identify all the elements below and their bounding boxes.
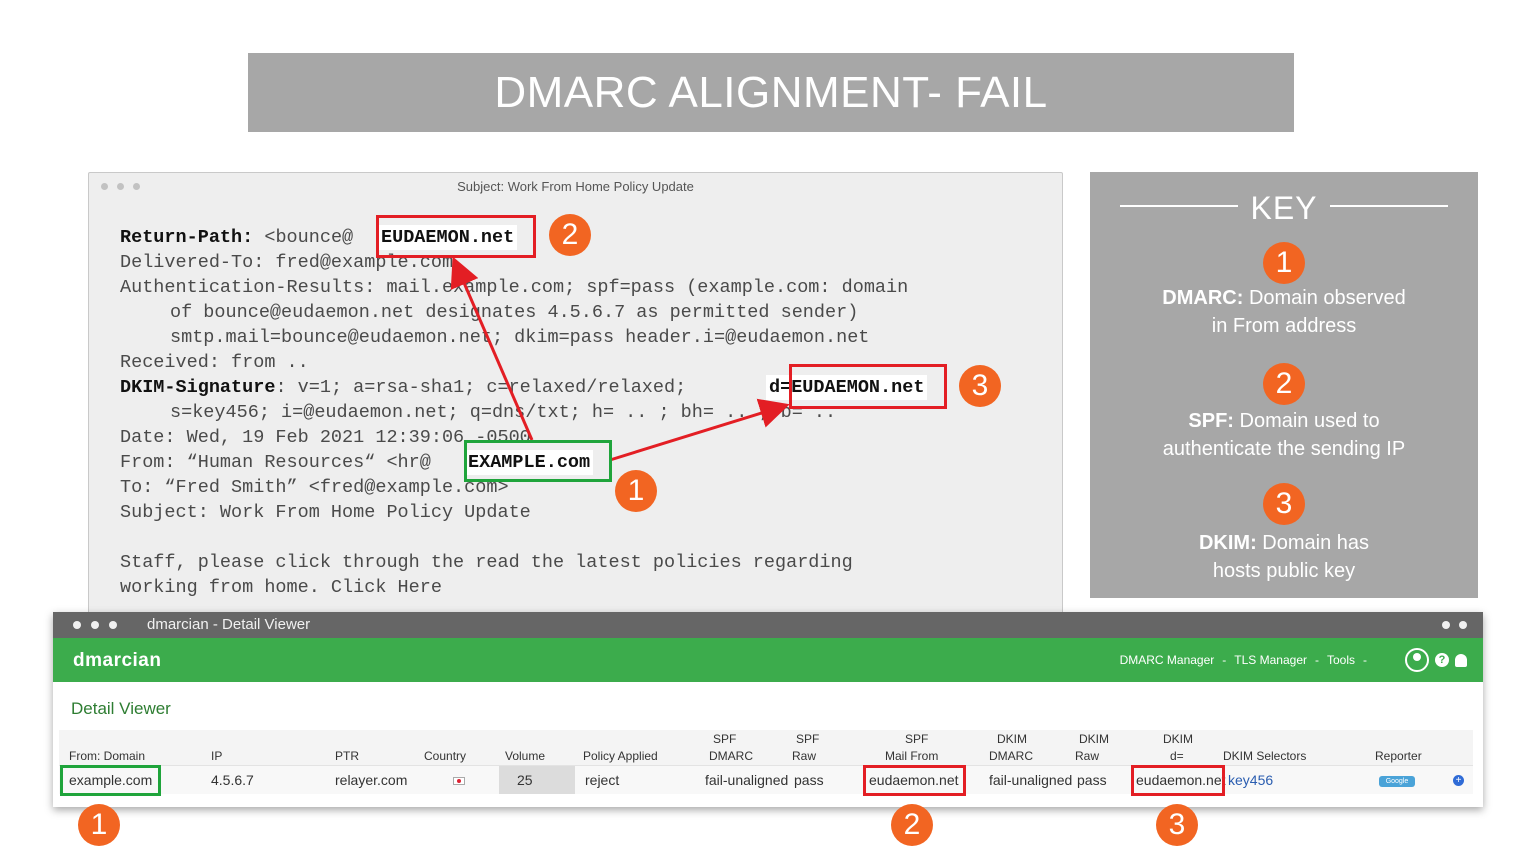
table-badge-1: 1	[78, 804, 120, 846]
col-dkim-d-top: DKIM	[1163, 732, 1193, 746]
bell-icon[interactable]	[1455, 653, 1467, 667]
col-dkim-dmarc[interactable]: DMARC	[989, 749, 1033, 763]
col-policy[interactable]: Policy Applied	[583, 749, 658, 763]
from-line: From: “Human Resources“ <hr@	[120, 452, 431, 473]
dmarcian-navbar: dmarcian DMARC Manager- TLS Manager- Too…	[53, 638, 1483, 682]
col-spf-raw-top: SPF	[796, 732, 820, 746]
col-spf-mailfrom-top: SPF	[905, 732, 929, 746]
cell-dkim-dmarc: fail-unaligned	[989, 772, 1073, 788]
dmarcian-window: dmarcian - Detail Viewer dmarcian DMARC …	[53, 612, 1483, 807]
email-window-title: Subject: Work From Home Policy Update	[457, 179, 694, 194]
dkim-signature-line: DKIM-Signature: v=1; a=rsa-sha1; c=relax…	[120, 377, 698, 398]
cell-from-domain: example.com	[69, 772, 153, 788]
nav-icons: ?	[1405, 648, 1467, 672]
cell-spf-dmarc: fail-unaligned	[705, 772, 789, 788]
key-divider-right	[1330, 205, 1448, 207]
col-dkim-selectors[interactable]: DKIM Selectors	[1223, 749, 1307, 763]
nav-tools[interactable]: Tools	[1326, 653, 1355, 667]
dmarcian-window-controls[interactable]	[73, 621, 117, 629]
nav-dmarc-manager[interactable]: DMARC Manager	[1119, 653, 1215, 667]
cell-dkim-d: eudaemon.net	[1136, 772, 1226, 788]
key-badge-2: 2	[1263, 363, 1305, 405]
dkim-domain: d=EUDAEMON.net	[766, 375, 928, 400]
auth-results-line-1: Authentication-Results: mail.example.com…	[120, 277, 909, 298]
received-line: Received: from ..	[120, 352, 309, 373]
col-dkim-dmarc-top: DKIM	[997, 732, 1027, 746]
return-path-line: Return-Path: <bounce@	[120, 227, 354, 248]
title-banner: DMARC ALIGNMENT- FAIL	[248, 53, 1294, 132]
nav-tls-manager[interactable]: TLS Manager	[1234, 653, 1307, 667]
col-spf-dmarc-top: SPF	[713, 732, 737, 746]
dmarcian-window-title: dmarcian - Detail Viewer	[147, 616, 311, 633]
col-spf-raw[interactable]: Raw	[792, 749, 817, 763]
window-controls[interactable]	[101, 183, 140, 190]
key-badge-1: 1	[1263, 242, 1305, 284]
table-badge-3: 3	[1156, 804, 1198, 846]
table-row[interactable]: example.com 4.5.6.7 relayer.com 25 rejec…	[59, 766, 1473, 794]
badge-1: 1	[615, 470, 657, 512]
dmarcian-titlebar: dmarcian - Detail Viewer	[53, 612, 1483, 638]
cell-policy: reject	[585, 772, 620, 788]
key-badge-3: 3	[1263, 483, 1305, 525]
dmarcian-logo[interactable]: dmarcian	[73, 650, 162, 671]
help-icon[interactable]: ?	[1435, 653, 1449, 667]
cell-dkim-selector-link[interactable]: key456	[1228, 772, 1274, 788]
volume-cell-bg	[499, 766, 575, 794]
banner-title: DMARC ALIGNMENT- FAIL	[494, 67, 1048, 117]
cell-dkim-raw: pass	[1077, 772, 1107, 788]
reporter-badge: Google	[1379, 776, 1415, 787]
from-domain-highlight	[464, 440, 612, 482]
cell-volume: 25	[517, 772, 533, 788]
col-reporter[interactable]: Reporter	[1375, 749, 1422, 763]
dkim-d-cell-highlight	[1131, 765, 1225, 796]
col-ip[interactable]: IP	[211, 749, 223, 763]
table-badge-2: 2	[891, 804, 933, 846]
col-spf-mailfrom[interactable]: Mail From	[885, 749, 939, 763]
col-spf-dmarc[interactable]: DMARC	[709, 749, 753, 763]
subject-line: Subject: Work From Home Policy Update	[120, 502, 531, 523]
return-path-highlight	[376, 215, 536, 258]
col-country[interactable]: Country	[424, 749, 467, 763]
key-title: KEY	[1250, 190, 1318, 226]
col-dkim-d[interactable]: d=	[1170, 749, 1184, 763]
table-header: From: Domain IP PTR Country Volume Polic…	[59, 730, 1473, 766]
col-volume[interactable]: Volume	[505, 749, 546, 763]
cell-ptr: relayer.com	[335, 772, 408, 788]
auth-results-line-3: smtp.mail=bounce@eudaemon.net; dkim=pass…	[170, 327, 870, 348]
badge-2: 2	[549, 214, 591, 256]
dmarcian-window-menu[interactable]	[1442, 621, 1467, 629]
col-ptr[interactable]: PTR	[335, 749, 359, 763]
body-line-1: Staff, please click through the read the…	[120, 552, 853, 573]
cell-spf-raw: pass	[794, 772, 824, 788]
from-domain: EXAMPLE.com	[465, 450, 594, 475]
cell-ip: 4.5.6.7	[211, 772, 254, 788]
spf-mailfrom-cell-highlight	[863, 765, 966, 796]
flag-icon	[453, 777, 465, 785]
to-line: To: “Fred Smith” <fred@example.com>	[120, 477, 509, 498]
key-divider-left	[1120, 205, 1238, 207]
detail-table: From: Domain IP PTR Country Volume Polic…	[59, 730, 1473, 794]
user-icon[interactable]	[1405, 648, 1429, 672]
nav-links: DMARC Manager- TLS Manager- Tools-	[1119, 653, 1367, 667]
from-domain-cell-highlight	[60, 765, 161, 796]
dkim-domain-highlight	[789, 364, 947, 409]
body-line-2: working from home. Click Here	[120, 577, 442, 598]
return-path-domain: EUDAEMON.net	[378, 225, 518, 250]
cell-spf-mailfrom: eudaemon.net	[869, 772, 959, 788]
email-titlebar: Subject: Work From Home Policy Update	[89, 173, 1062, 200]
badge-3: 3	[959, 365, 1001, 407]
col-dkim-raw[interactable]: Raw	[1075, 749, 1100, 763]
expand-plus-icon[interactable]: +	[1453, 775, 1464, 786]
detail-viewer-heading: Detail Viewer	[71, 699, 171, 718]
col-from-domain[interactable]: From: Domain	[69, 749, 146, 763]
col-dkim-raw-top: DKIM	[1079, 732, 1109, 746]
auth-results-line-2: of bounce@eudaemon.net designates 4.5.6.…	[170, 302, 859, 323]
